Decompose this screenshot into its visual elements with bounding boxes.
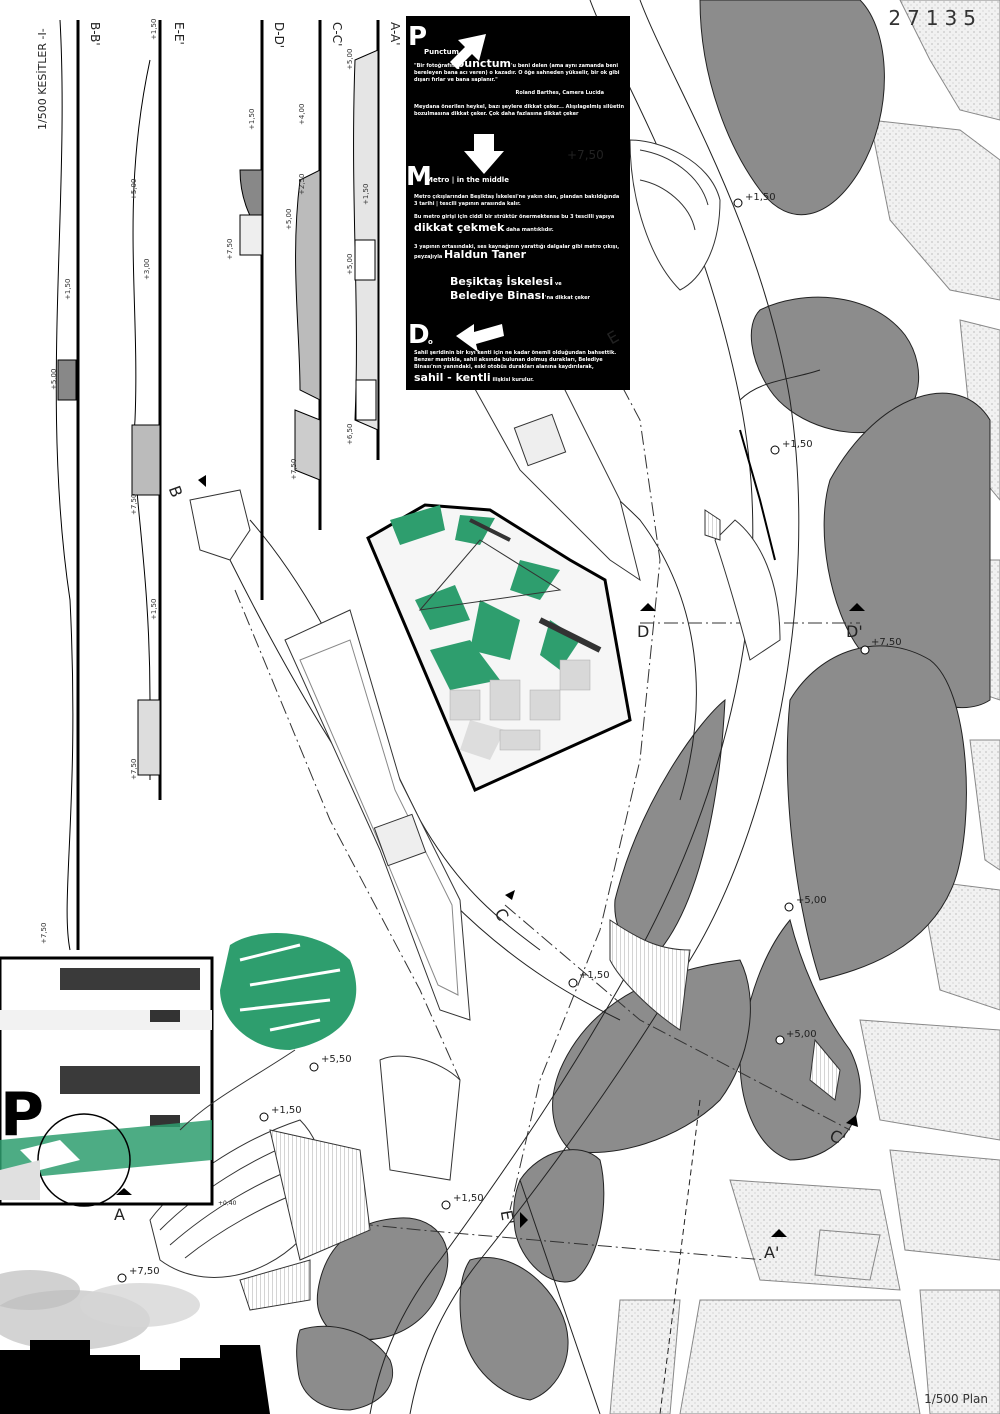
ships [189,379,641,1021]
plan-elev-3: +1,50 [782,439,813,450]
elev-cc-4: +7,50 [290,458,298,480]
m-key-4: Belediye Binası'na dikkat çeker [450,289,590,302]
elev-aa-3: +5,00 [346,253,354,275]
inset-letter-p: P [0,1080,44,1150]
plan-elev-7: +5,00 [786,1029,817,1040]
label-d: D [637,622,650,641]
elev-bb-3: +7,50 [40,922,48,944]
m-body-2: Bu metro girişi için ciddi bir strüktür … [414,214,615,220]
section-cut-lines [119,344,860,1261]
arrow-down-left-icon [450,34,486,69]
sheet-number: 27135 [888,6,982,30]
d-body: Sahil şeridinin bir kıyı kenti için ne k… [414,350,617,370]
elev-aa-4: +6,50 [346,423,354,445]
plan-elev-8: +5,50 [321,1054,352,1065]
d-sub: o [428,338,433,346]
section-name-bb: B-B' [88,22,102,46]
elev-ee-3: +3,00 [143,258,151,280]
render-inset [0,956,214,1207]
elev-ee-6: +7,50 [130,758,138,780]
plan-elev-4: +7,50 [871,637,902,648]
elev-bb-1: +1,50 [64,278,72,300]
m-key-3: Beşiktaş İskelesi ve [450,275,562,288]
plan-elev-5: +5,00 [796,895,827,906]
plan-elev-1: +7,50 [567,148,604,162]
manifesto-panel: P Punctum "Bir fotoğrafın punctum'u beni… [406,16,630,390]
m-body-4: 3 yapının ortasındaki, ses kaynağının ya… [414,244,620,261]
plan-elev-10: +1,50 [453,1193,484,1204]
p-quote: "Bir fotoğrafın punctum'u beni delen (am… [414,57,620,83]
elev-cc-2: +2,50 [298,173,306,195]
m-body-1: Metro çıkışlarından Beşiktaş İskelesi'ne… [414,194,620,207]
letter-m: M [406,162,432,192]
d-key: sahil - kentli ilişkisi kurulur. [414,371,534,384]
section-name-dd: D-D' [272,22,286,49]
label-d-prime: D' [846,622,863,641]
elev-ee-2: +5,00 [130,178,138,200]
p-heading: Punctum [424,48,459,56]
plan-elev-6: +1,50 [579,970,610,981]
elev-aa-2: +1,50 [362,183,370,205]
elev-ee-1: +1,50 [150,18,158,40]
elevation-markers [117,155,870,1283]
amphitheater [149,1055,461,1311]
plan-scale-label: 1/500 Plan [924,1392,988,1406]
letter-p: P [408,22,428,52]
arrow-down-icon [464,134,504,174]
elev-ee-4: +7,50 [130,493,138,515]
landscape-lobes [296,0,991,1411]
plan-elev-2: +1,50 [745,192,776,203]
p-body: Meydana önerilen heykel, bazı şeylere di… [414,104,625,117]
plan-elev-9: +1,50 [271,1105,302,1116]
m-heading: Metro | in the middle [426,176,509,184]
elev-dd-1: +1,50 [248,108,256,130]
label-a-prime: A' [764,1243,780,1262]
elev-cc-3: +5,00 [285,208,293,230]
arrow-left-icon [456,324,504,352]
m-key: dikkat çekmek daha mantıklıdır. [414,221,554,234]
section-name-aa: A-A' [388,22,402,46]
section-name-cc: C-C' [330,22,344,47]
section-name-ee: E-E' [172,22,186,45]
elev-bb-2: +5,00 [50,368,58,390]
arrow-icons [450,34,504,352]
label-a: A [114,1205,125,1224]
section-strips [55,19,380,951]
metro-inset [366,503,632,792]
plan-elev-12: +0,40 [218,1200,237,1207]
skyline [0,1270,270,1414]
p-author: Roland Barthes, Camera Lucida [515,90,604,96]
elev-aa-1: +5,00 [346,48,354,70]
elev-cc-1: +4,00 [298,103,306,125]
upper-terrace [609,139,841,1101]
plan-elev-11: +7,50 [129,1266,160,1277]
letter-d: D [408,320,430,350]
elev-dd-2: +7,50 [226,238,234,260]
green-detail [179,933,357,1131]
elev-ee-5: +1,50 [150,598,158,620]
sections-title: 1/500 KESİTLER -I- [36,28,49,130]
